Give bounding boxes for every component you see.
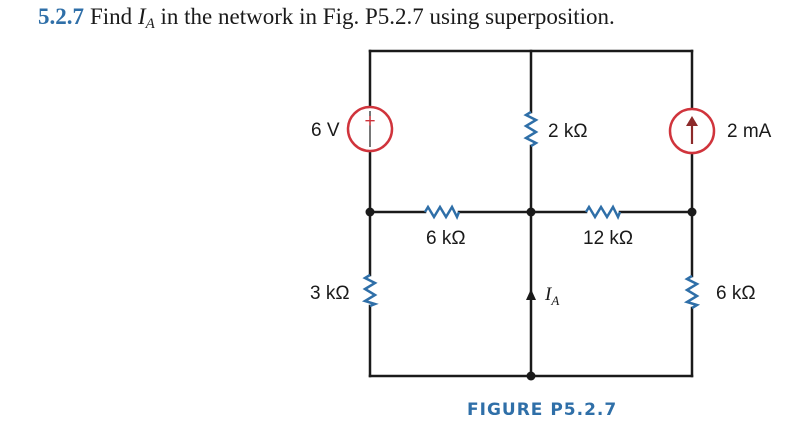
label-2ma: 2 mA	[727, 121, 772, 142]
resistor-2k-top	[523, 110, 539, 148]
label-6k-right: 6 kΩ	[716, 283, 756, 304]
label-6k-mid: 6 kΩ	[426, 228, 466, 249]
resistor-12k-mid	[584, 204, 622, 221]
label-2k: 2 kΩ	[548, 121, 588, 142]
junction-node	[526, 371, 536, 381]
current-source-2ma	[668, 107, 716, 155]
label-12k: 12 kΩ	[583, 228, 633, 249]
label-6v: 6 V	[311, 120, 340, 141]
figure-caption: FIGURE P5.2.7	[467, 400, 618, 420]
problem-text-before: Find	[90, 4, 138, 29]
junction-nodes	[365, 207, 697, 381]
junction-node	[365, 207, 375, 217]
plus-sign-icon: +	[364, 111, 375, 132]
junction-node	[526, 207, 536, 217]
junction-node	[687, 207, 697, 217]
label-current-ia: IA	[544, 284, 559, 308]
problem-text-after: in the network in Fig. P5.2.7 using supe…	[154, 4, 615, 29]
arrow-up-icon	[686, 116, 698, 126]
current-direction-arrow-icon	[526, 289, 536, 300]
problem-number: 5.2.7	[38, 4, 84, 29]
voltage-source-6v: +	[346, 105, 394, 153]
label-3k: 3 kΩ	[310, 283, 350, 304]
resistor-6k-right	[683, 274, 701, 310]
resistor-3k-left	[361, 273, 379, 308]
resistor-6k-mid	[423, 204, 461, 221]
problem-variable: IA	[137, 4, 155, 32]
